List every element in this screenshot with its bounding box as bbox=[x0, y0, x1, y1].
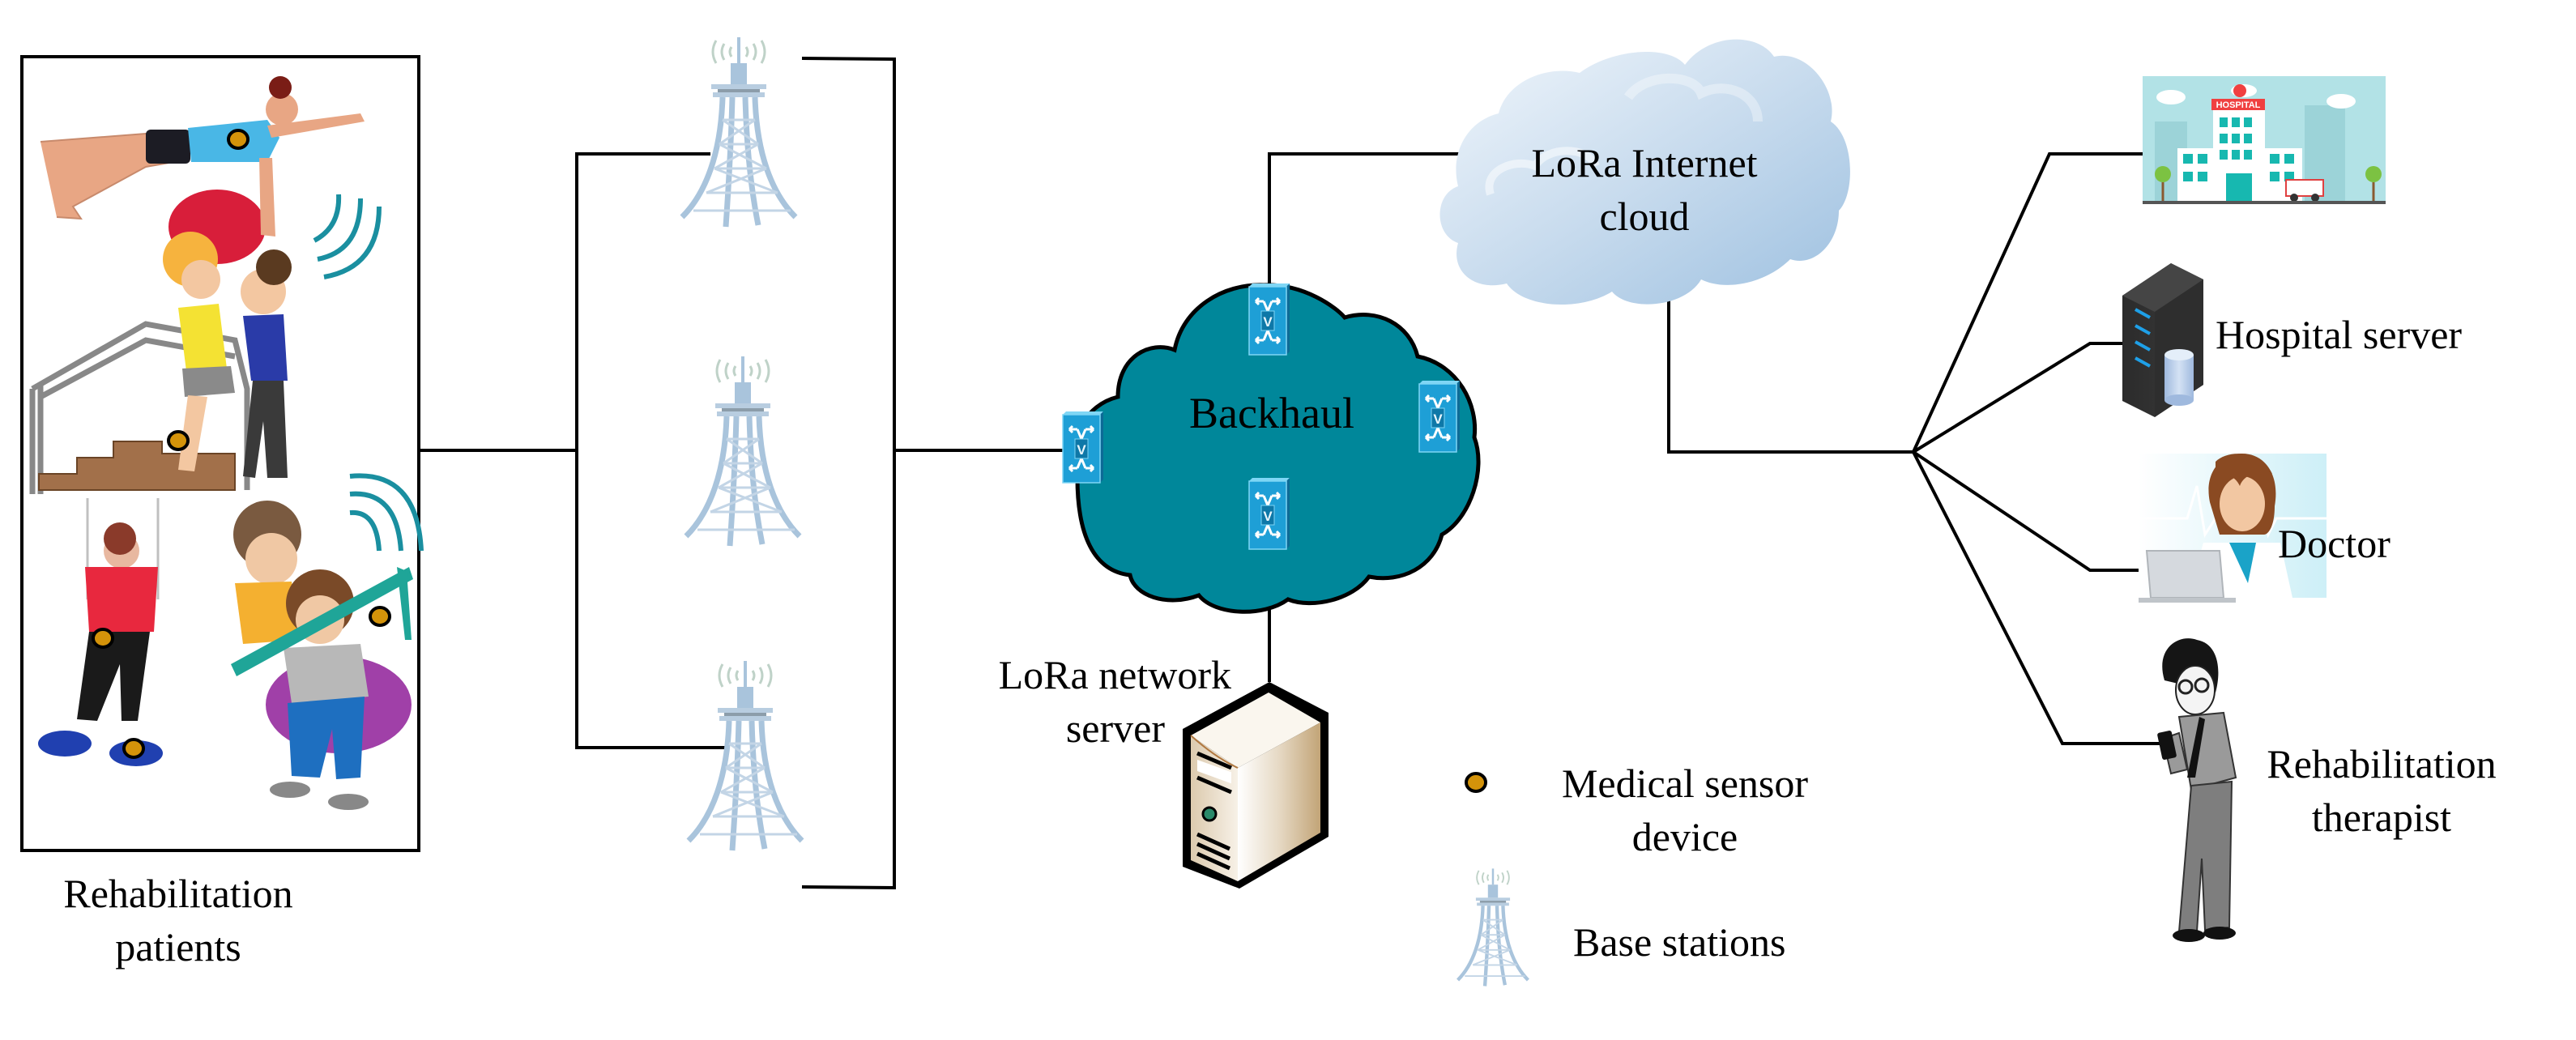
sensor-device-icon bbox=[369, 606, 391, 627]
patients-label: Rehabilitation patients bbox=[32, 867, 324, 974]
patient-balance-icon bbox=[38, 498, 163, 766]
legend-base-station-label: Base stations bbox=[1573, 919, 1786, 965]
legend-base-station-icon bbox=[1458, 868, 1529, 986]
legend bbox=[1458, 772, 1529, 986]
wireless-signal-icon bbox=[349, 473, 424, 552]
backhaul-switch-icon[interactable] bbox=[1247, 476, 1291, 551]
hospital-building-icon[interactable]: HOSPITAL bbox=[2143, 76, 2386, 204]
network-server-label: LoRa network server bbox=[956, 648, 1231, 755]
internet-cloud-label: LoRa Internet cloud bbox=[1482, 136, 1806, 243]
link-hub-therapist bbox=[1912, 451, 2163, 745]
base-station-tower-icon[interactable] bbox=[686, 356, 800, 546]
legend-sensor-label-line: device bbox=[1631, 814, 1738, 859]
network-server-label-line: LoRa network bbox=[998, 652, 1231, 697]
patient-band-exercise-icon bbox=[231, 501, 413, 810]
therapist-phone-icon[interactable] bbox=[2157, 638, 2237, 942]
wireless-signal-icon bbox=[313, 194, 382, 279]
therapist-label-line: therapist bbox=[2311, 795, 2452, 840]
base-station-tower-icon[interactable] bbox=[682, 37, 795, 227]
link-hub-hospital bbox=[1912, 152, 2145, 453]
doctor-label: Doctor bbox=[2278, 521, 2390, 566]
base-stations bbox=[682, 37, 802, 850]
sensor-device-icon bbox=[227, 129, 249, 150]
backhaul-label: Backhaul bbox=[1189, 389, 1354, 437]
internet-cloud-label-line: cloud bbox=[1599, 194, 1690, 239]
sensor-device-icon bbox=[167, 430, 190, 451]
internet-cloud-icon[interactable] bbox=[1439, 39, 1850, 305]
doctor-laptop-icon[interactable] bbox=[2139, 454, 2327, 603]
legend-sensor-label-line: Medical sensor bbox=[1561, 761, 1809, 806]
network-server-label-line: server bbox=[1065, 705, 1165, 751]
therapist-label: Rehabilitation therapist bbox=[2260, 737, 2503, 844]
link-hub-hospital-server bbox=[1912, 342, 2139, 454]
legend-sensor-label: Medical sensor device bbox=[1523, 757, 1847, 863]
therapist-label-line: Rehabilitation bbox=[2267, 741, 2497, 786]
backhaul-switch-icon[interactable] bbox=[1418, 379, 1461, 454]
patient-stairs-icon bbox=[29, 232, 292, 494]
backhaul-switch-icon[interactable] bbox=[1061, 410, 1105, 484]
legend-sensor-icon bbox=[1465, 772, 1487, 793]
hospital-server-label: Hospital server bbox=[2216, 312, 2463, 357]
link-backhaul-cloud bbox=[1268, 152, 1466, 283]
base-station-tower-icon[interactable] bbox=[689, 661, 802, 850]
sensor-device-icon bbox=[92, 628, 114, 649]
patients-label-line: patients bbox=[115, 924, 241, 970]
backhaul-cloud-icon[interactable] bbox=[1073, 283, 1481, 614]
hospital-server-icon[interactable] bbox=[2122, 263, 2203, 417]
patients-label-line: Rehabilitation bbox=[63, 871, 293, 916]
link-bus-bs bbox=[575, 152, 726, 749]
link-cloud-hub bbox=[1667, 275, 1913, 454]
backhaul-switch-icon[interactable] bbox=[1247, 282, 1291, 356]
link-bs-backhaul bbox=[801, 57, 896, 890]
sensor-device-icon bbox=[122, 738, 145, 759]
internet-cloud-label-line: LoRa Internet bbox=[1531, 140, 1758, 185]
hospital-sign: HOSPITAL bbox=[2216, 100, 2261, 110]
server-tower-icon[interactable] bbox=[1183, 682, 1329, 889]
